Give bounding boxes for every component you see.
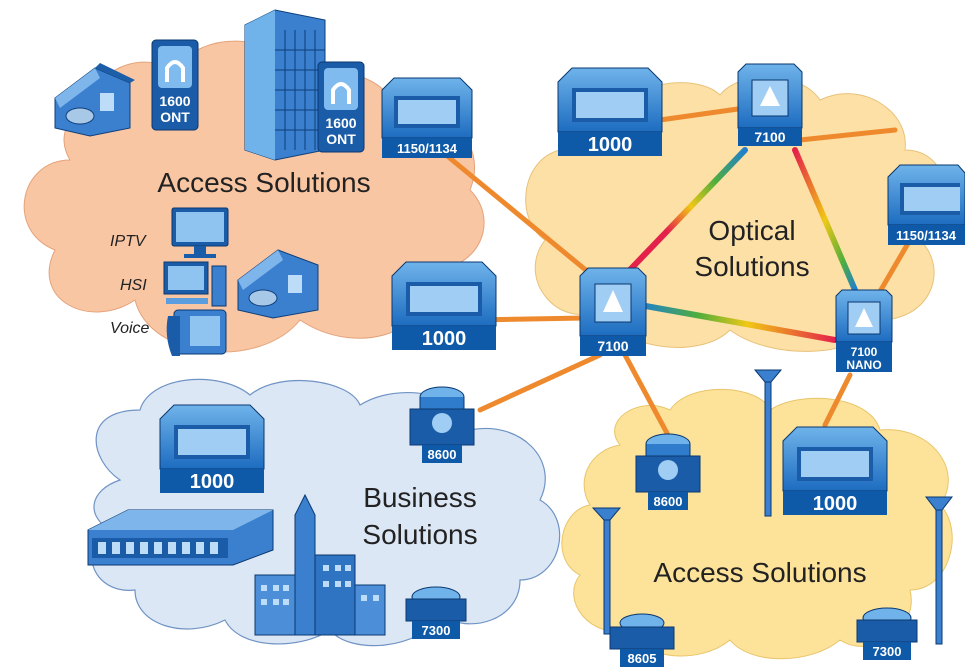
optical-ring (622, 147, 858, 343)
chassis-1000-device: 1000 (782, 426, 888, 515)
optical-node-label: 7100 (597, 338, 628, 354)
chassis-1000-device: 1000 (391, 261, 497, 350)
optical-7100-device: 7100 (579, 267, 647, 356)
chassis-label: 1000 (588, 134, 633, 156)
phone-icon (166, 309, 227, 356)
optical-title-line1: Optical (708, 215, 795, 246)
ont-label-line1: 1600 (159, 93, 190, 109)
house-icon (237, 249, 319, 319)
chassis-label: 1000 (422, 328, 467, 350)
switch-label: 7300 (873, 644, 902, 659)
service-hsi-label: HSI (120, 277, 147, 294)
service-voice-label: Voice (110, 320, 150, 337)
link-lines (437, 105, 913, 438)
light-pole-icon (591, 369, 954, 645)
access-top-title: Access Solutions (157, 167, 370, 198)
house-icon (54, 63, 135, 137)
router-label: 8600 (654, 494, 683, 509)
access-bottom-title: Access Solutions (653, 557, 866, 588)
optical-node-label-line2: NANO (846, 358, 881, 372)
business-title-line1: Business (363, 482, 477, 513)
optical-title-line2: Solutions (694, 251, 809, 282)
router-8600-device: 8600 (409, 386, 475, 463)
chassis-label: 1000 (813, 493, 858, 515)
tv-monitor-icon (171, 207, 229, 258)
chassis-1150-device: 1150/1134 (887, 164, 965, 245)
chassis-label: 1000 (190, 471, 235, 493)
optical-7100-nano-device: 7100 NANO (835, 289, 893, 372)
business-title-line2: Solutions (362, 519, 477, 550)
chassis-1000-device: 1000 (557, 67, 663, 156)
ont-label-line1: 1600 (325, 115, 356, 131)
optical-7100-device: 7100 (737, 63, 803, 146)
service-iptv-label: IPTV (110, 233, 147, 250)
ont-label-line2: ONT (326, 131, 356, 147)
switch-7300-device: 7300 (405, 586, 467, 639)
ont-1600-device: 1600 ONT (317, 61, 365, 153)
router-label: 8600 (428, 447, 457, 462)
chassis-label: 1150/1134 (896, 228, 957, 243)
chassis-1150-device: 1150/1134 (381, 77, 473, 158)
office-tower-icon (244, 9, 326, 161)
switch-7300-device: 7300 (856, 607, 918, 660)
city-skyline-icon (254, 493, 386, 636)
optical-node-label-line1: 7100 (851, 345, 878, 359)
ont-1600-device: 1600 ONT (151, 39, 199, 131)
ont-label-line2: ONT (160, 109, 190, 125)
router-8605-device: 8605 (609, 613, 675, 667)
chassis-label: 1150/1134 (397, 141, 458, 156)
chassis-1000-device: 1000 (159, 404, 265, 493)
router-8600-device: 8600 (635, 433, 701, 510)
optical-node-label: 7100 (754, 129, 785, 145)
switch-label: 7300 (422, 623, 451, 638)
router-label: 8605 (628, 651, 657, 666)
office-building-icon (87, 509, 274, 566)
computer-icon (163, 261, 227, 307)
